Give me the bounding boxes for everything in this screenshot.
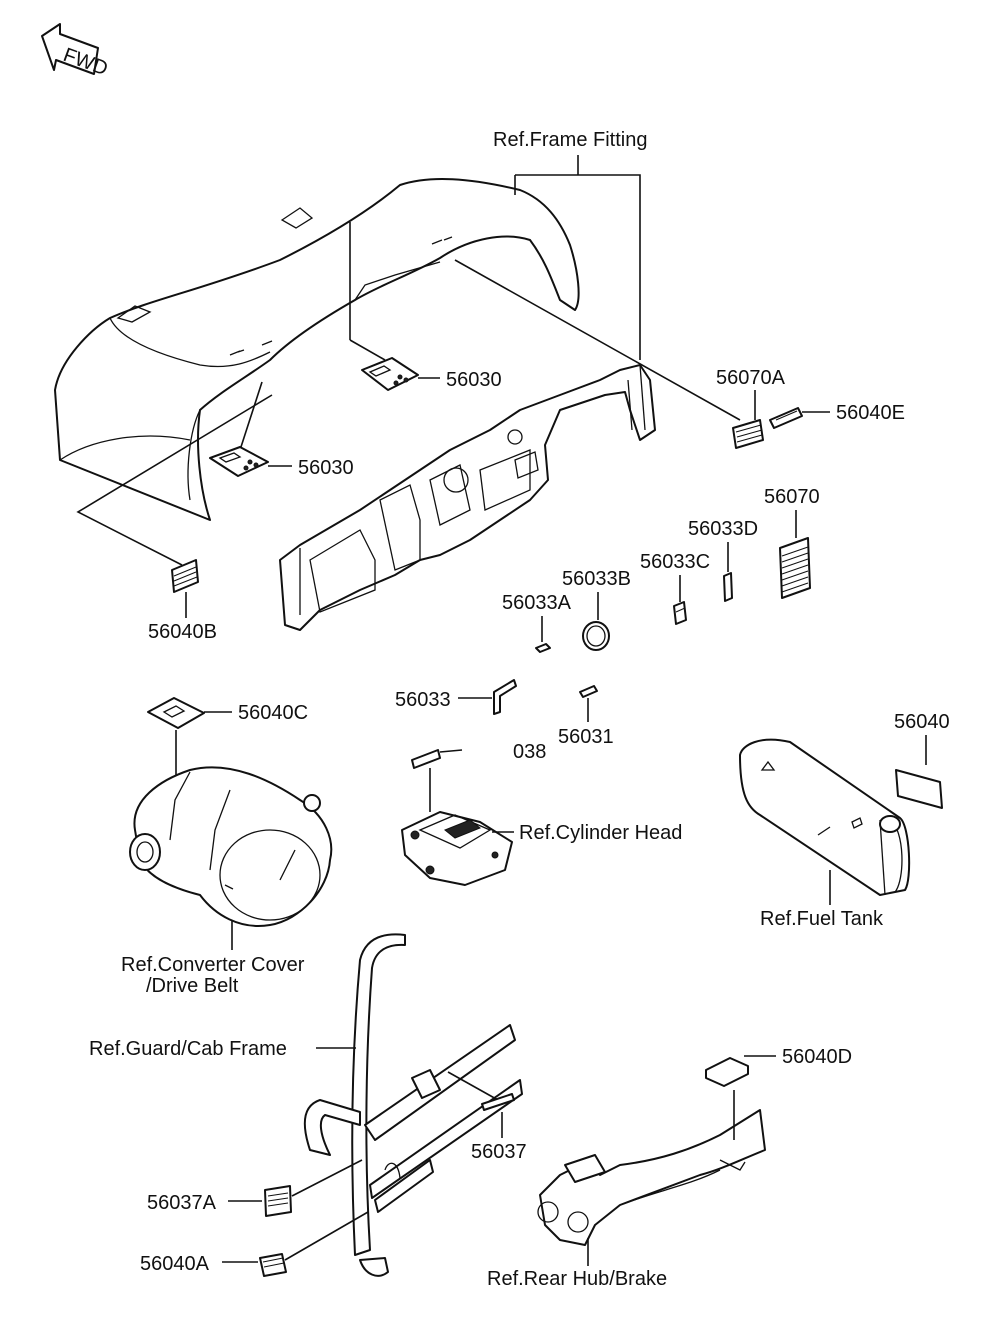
decal-56033 [493,679,517,715]
fuel-tank-part [739,738,911,896]
ref-converter-cover-label-2: /Drive Belt [146,975,239,997]
label-56031: 56031 [558,726,614,748]
cylinder-head-part [401,811,513,886]
label-56040B: 56040B [148,621,217,643]
decal-cylinder-head [411,749,441,769]
fwd-arrow-icon: FWD [41,23,111,80]
dashboard-cover-part [54,177,580,521]
decal-56040B [171,559,199,593]
decal-56037 [481,1093,515,1111]
ref-rear-hub-brake-label: Ref.Rear Hub/Brake [487,1268,667,1290]
cover-to-56070A-leader [454,259,741,421]
ref-cylinder-head-label: Ref.Cylinder Head [519,822,682,844]
label-56070: 56070 [764,486,820,508]
decal-56040 [895,769,943,809]
decal-56037-diag-leader [447,1071,499,1101]
label-56040: 56040 [894,711,950,733]
decal-56033D [723,572,733,602]
label-56033C: 56033C [640,551,710,573]
fwd-label: FWD [60,44,110,80]
frame-fitting-leader [514,174,641,360]
label-56033B: 56033B [562,568,631,590]
label-56040E: 56040E [836,402,905,424]
ref-frame-fitting-label: Ref.Frame Fitting [493,129,647,151]
label-56040C: 56040C [238,702,308,724]
label-56033A: 56033A [502,592,572,614]
decal-56040D [705,1057,749,1087]
ref-converter-cover-label-1: Ref.Converter Cover [121,954,305,976]
label-56037A: 56037A [147,1192,217,1214]
instrument-panel-part [279,364,656,631]
decal-56030-mid-leader-v [239,381,263,451]
label-56033D: 56033D [688,518,758,540]
label-56030-mid: 56030 [298,457,354,479]
decal-56040A [259,1253,287,1277]
label-038: 038 [513,741,546,763]
decal-56030-top [361,357,419,391]
decal-56031 [579,685,598,698]
label-56040A: 56040A [140,1253,210,1275]
ref-guard-cab-frame-label: Ref.Guard/Cab Frame [89,1038,287,1060]
label-56033: 56033 [395,689,451,711]
decal-56037A [264,1185,292,1217]
decal-56030-top-leader-d [349,339,386,361]
rear-hub-brake-part [537,1109,766,1246]
ref-fuel-tank-label: Ref.Fuel Tank [760,908,884,930]
decal-56040A-diag-leader [284,1211,369,1261]
label-56037: 56037 [471,1141,527,1163]
decal-56040E [769,407,803,429]
decal-56037A-diag-leader [291,1159,363,1197]
label-56040D: 56040D [782,1046,852,1068]
decal-56033C [673,601,687,625]
label-56030-top: 56030 [446,369,502,391]
converter-cover-part [129,766,333,927]
decal-56070 [779,537,811,599]
decal-56033A [535,643,551,653]
cover-to-56040B-leader [76,394,273,566]
decal-56030-mid [209,446,269,477]
decal-56070A [732,419,764,449]
decal-56040C [147,697,205,729]
label-56070A: 56070A [716,367,786,389]
decal-cylinder-head-leader [439,749,463,753]
ring-56033B-inner [586,625,606,647]
